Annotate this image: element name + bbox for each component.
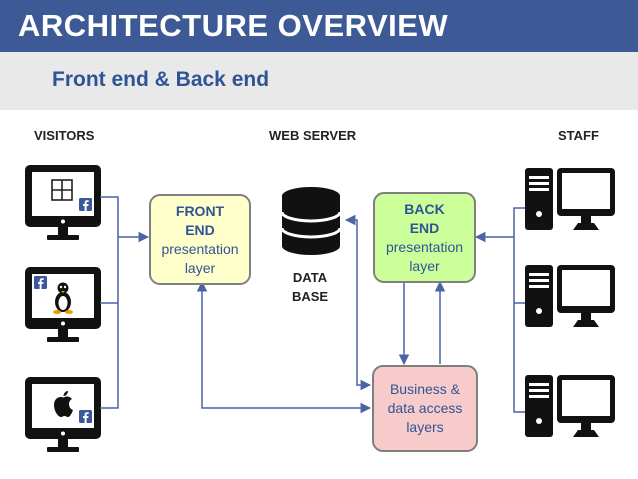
front-end-business-arrow: [196, 280, 372, 414]
back-end-desc-2: layer: [409, 257, 440, 274]
facebook-icon: [34, 276, 47, 289]
database-business-arrow: [344, 214, 372, 391]
back-end-box: BACK END presentation layer: [373, 192, 476, 283]
front-end-desc-1: presentation: [161, 240, 239, 257]
front-end-title-1: FRONT: [175, 202, 225, 219]
page-subtitle: Front end & Back end: [52, 68, 270, 91]
front-end-title-2: END: [185, 221, 215, 238]
staff-computer-2: [525, 265, 615, 327]
business-desc-3: layers: [406, 419, 444, 435]
facebook-icon: [79, 410, 92, 423]
visitor-computer-mac: [25, 377, 101, 452]
business-desc-1: Business &: [389, 381, 461, 397]
web-server-label: WEB SERVER: [269, 128, 357, 143]
front-end-box: FRONT END presentation layer: [149, 194, 251, 285]
staff-computer-3: [525, 375, 615, 437]
visitors-label: VISITORS: [34, 128, 95, 143]
back-end-desc-1: presentation: [385, 238, 464, 255]
business-desc-2: data access: [387, 400, 463, 416]
staff-label: STAFF: [558, 128, 599, 143]
staff-connector: [474, 207, 525, 413]
visitor-connector: [100, 196, 150, 409]
page-title: ARCHITECTURE OVERVIEW: [18, 8, 449, 43]
front-end-desc-2: layer: [184, 259, 216, 276]
database-icon: [280, 187, 342, 255]
header-bar: [0, 0, 638, 52]
apple-logo-icon: [54, 391, 73, 417]
database-label-1: DATA: [292, 270, 328, 285]
facebook-icon: [79, 198, 92, 211]
windows-logo-icon: [51, 179, 73, 201]
business-layer-box: Business & data access layers: [372, 365, 478, 452]
back-end-title-2: END: [409, 219, 440, 236]
linux-tux-icon: [53, 282, 73, 314]
subtitle-bar: [0, 52, 638, 110]
back-end-title-1: BACK: [404, 200, 445, 217]
database-label-2: BASE: [291, 289, 329, 304]
database-label: DATA BASE: [270, 268, 350, 306]
visitor-computer-linux: [25, 267, 101, 342]
visitor-computer-windows: [25, 165, 101, 240]
staff-computer-1: [525, 168, 615, 230]
